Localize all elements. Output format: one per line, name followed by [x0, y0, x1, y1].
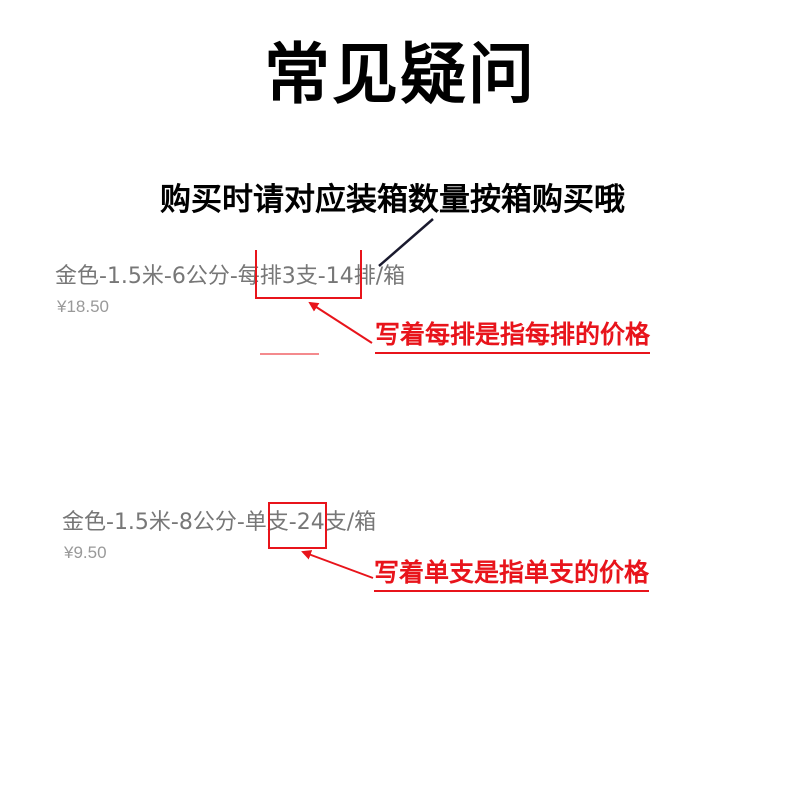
arrow-single [301, 550, 374, 579]
annotation-single: 写着单支是指单支的价格 [374, 556, 650, 592]
purchase-instruction: 购买时请对应装箱数量按箱购买哦 [160, 182, 625, 218]
variant-option-per-row: 金色-1.5米-6公分-每排3支-14排/箱 [55, 264, 406, 289]
price-single: ¥9.50 [64, 543, 107, 562]
variant-option-single: 金色-1.5米-8公分-单支-24支/箱 [62, 510, 377, 535]
pointer-line-black [378, 218, 434, 267]
page-title: 常见疑问 [264, 35, 536, 113]
price-per-row: ¥18.50 [57, 297, 109, 316]
arrow-per-row [308, 301, 373, 344]
annotation-per-row: 写着每排是指每排的价格 [375, 318, 651, 354]
